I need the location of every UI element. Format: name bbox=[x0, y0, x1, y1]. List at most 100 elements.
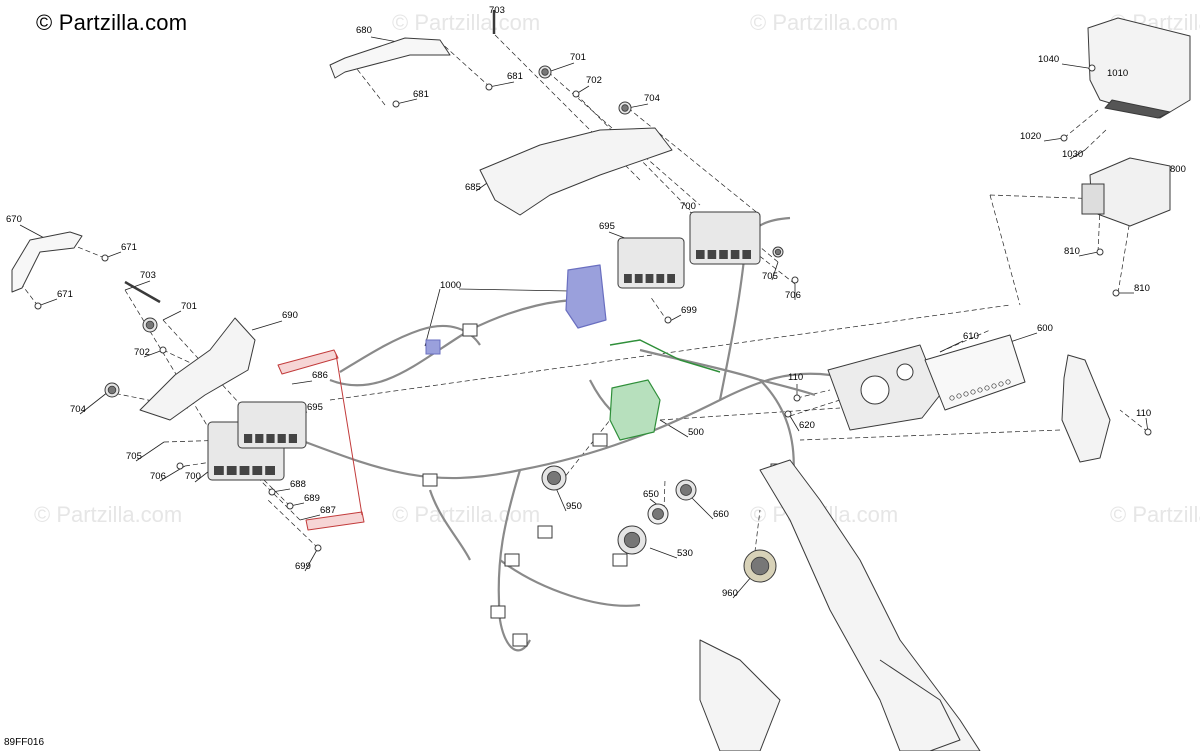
bracket-670 bbox=[11, 231, 83, 293]
assembly-dashed-line bbox=[329, 304, 1011, 401]
cluster-indicator-dot bbox=[984, 385, 990, 391]
callout-label-687: 687 bbox=[320, 505, 336, 516]
leader-line bbox=[162, 310, 182, 321]
key-switch-530 bbox=[617, 525, 647, 555]
harness-connector bbox=[490, 605, 506, 619]
electronic-module-800 bbox=[1081, 157, 1171, 227]
callout-label-705: 705 bbox=[762, 271, 778, 282]
wiring-harness bbox=[299, 216, 831, 652]
assembly-dashed-line bbox=[349, 59, 386, 106]
switch-660 bbox=[675, 479, 697, 501]
fastener-screw bbox=[101, 254, 109, 262]
harness-wire bbox=[428, 489, 471, 561]
leader-line bbox=[458, 288, 571, 292]
harness-wire bbox=[339, 325, 481, 373]
callout-label-704: 704 bbox=[70, 404, 86, 415]
leader-line bbox=[1009, 332, 1038, 343]
switch-housing-700-upper-pins bbox=[742, 250, 751, 259]
leader-line bbox=[488, 81, 515, 88]
switch-housing-700-lower-pins bbox=[214, 466, 224, 475]
watermark-text: © Partzilla.com bbox=[1110, 502, 1200, 527]
leader-line bbox=[291, 380, 313, 385]
callout-label-681: 681 bbox=[413, 89, 429, 100]
switch-660-inner bbox=[680, 484, 692, 496]
callout-label-671: 671 bbox=[121, 242, 137, 253]
harness-connector bbox=[512, 633, 528, 647]
cluster-indicator-dot bbox=[956, 393, 962, 399]
callout-label-706: 706 bbox=[785, 290, 801, 301]
plate-1010-body bbox=[1087, 17, 1191, 119]
assembly-dashed-line bbox=[989, 194, 1021, 306]
watermark-text: © Partzilla.com bbox=[34, 502, 182, 527]
callout-label-660: 660 bbox=[713, 509, 729, 520]
grommet-704a-inner bbox=[621, 104, 629, 112]
assembly-dashed-line bbox=[939, 329, 991, 353]
fastener-screw bbox=[1144, 428, 1152, 436]
blue-connector bbox=[425, 339, 441, 355]
callout-label-530: 530 bbox=[677, 548, 693, 559]
red-link-line bbox=[335, 353, 363, 516]
callout-label-600: 600 bbox=[1037, 323, 1053, 334]
callout-label-620: 620 bbox=[799, 420, 815, 431]
leader-line bbox=[424, 288, 441, 347]
module-800-connector bbox=[1081, 183, 1105, 215]
grommet-701b bbox=[142, 317, 158, 333]
assembly-dashed-line bbox=[649, 295, 669, 323]
frame-tube bbox=[759, 459, 981, 752]
assembly-dashed-line bbox=[751, 249, 796, 285]
callout-label-685: 685 bbox=[465, 182, 481, 193]
assembly-dashed-line bbox=[267, 499, 319, 549]
bracket-680 bbox=[329, 37, 451, 79]
outlet-960-inner bbox=[750, 556, 770, 576]
leader-line bbox=[79, 391, 109, 415]
switch-housing-695-upper bbox=[617, 237, 685, 289]
switch-housing-700-upper-pins bbox=[719, 250, 728, 259]
switch-housing-700-upper-pins bbox=[696, 250, 705, 259]
frame-bracket bbox=[699, 639, 781, 752]
bolt-703 bbox=[124, 280, 161, 304]
switch-housing-695-upper-pins bbox=[645, 274, 654, 283]
assembly-dashed-line bbox=[261, 477, 291, 507]
power-outlet-950-inner bbox=[547, 470, 562, 485]
callout-label-110: 110 bbox=[1136, 408, 1151, 419]
leader-line bbox=[547, 62, 575, 73]
leader-line bbox=[649, 547, 678, 559]
harness-connector bbox=[537, 525, 553, 539]
assembly-dashed-line bbox=[663, 479, 666, 511]
leader-line bbox=[789, 415, 800, 432]
leader-line bbox=[124, 280, 151, 291]
fastener-screw bbox=[314, 544, 322, 552]
bracket-685-body bbox=[479, 127, 673, 216]
watermark-text: © Partzilla.com bbox=[392, 10, 540, 35]
cluster-indicator-dot bbox=[998, 381, 1004, 387]
fastener-screw bbox=[1088, 64, 1096, 72]
bracket-670-body bbox=[11, 231, 83, 293]
cluster-display-600 bbox=[924, 334, 1026, 411]
switch-housing-700-upper-pins bbox=[707, 250, 717, 259]
cluster-gauge-left bbox=[860, 375, 890, 405]
callout-label-680: 680 bbox=[356, 25, 372, 36]
green-harness bbox=[609, 339, 721, 373]
leader-line bbox=[732, 575, 753, 599]
bracket-680-body bbox=[329, 37, 451, 79]
plate-1010-strip bbox=[1104, 99, 1171, 119]
leader-line bbox=[771, 261, 779, 281]
bracket-685 bbox=[479, 127, 673, 216]
assembly-dashed-line bbox=[789, 399, 841, 417]
switch-housing-700-lower-pins bbox=[252, 466, 263, 475]
assembly-dashed-line bbox=[163, 439, 231, 443]
callout-label-706: 706 bbox=[150, 471, 166, 482]
red-strip-upper bbox=[277, 349, 339, 375]
frame-edge bbox=[879, 659, 961, 752]
callout-label-704: 704 bbox=[644, 93, 660, 104]
callout-label-699: 699 bbox=[295, 561, 311, 572]
fastener-screw bbox=[1096, 248, 1104, 256]
switch-housing-700-lower-pins bbox=[226, 466, 237, 475]
switch-housing-695-upper-pins bbox=[634, 274, 643, 283]
nut-705a-inner bbox=[774, 248, 782, 256]
leader-line bbox=[135, 441, 165, 462]
frame-column bbox=[699, 459, 981, 752]
assembly-dashed-line bbox=[627, 107, 761, 216]
